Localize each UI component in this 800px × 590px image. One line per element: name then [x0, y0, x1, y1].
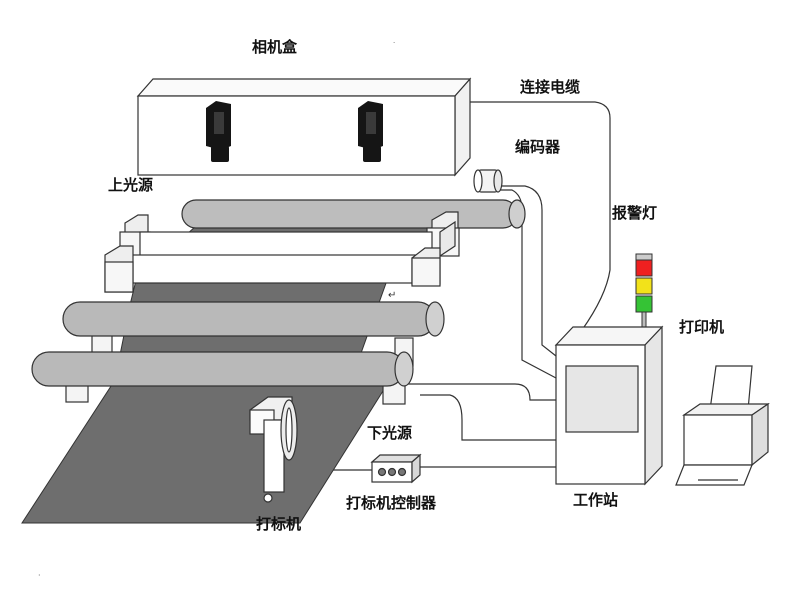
encoder-label: 编码器: [515, 138, 561, 156]
workstation-screen: [565, 365, 639, 433]
marker-device: [249, 396, 298, 503]
printer-device: [675, 365, 770, 486]
cable-label: 连接电缆: [520, 78, 581, 96]
camera-right: [358, 101, 383, 162]
lamp-green: [635, 295, 653, 313]
lower-light-cable-1: [404, 383, 556, 401]
camera-box-side: [454, 77, 471, 177]
camera-left: [206, 101, 231, 162]
workstation-cabinet: [554, 325, 664, 486]
marker-controller-device: [370, 453, 422, 484]
printer-label: 打印机: [679, 318, 725, 336]
svg-text:↵: ↵: [388, 290, 396, 301]
upper-light-bar-1: [139, 231, 433, 257]
camera-box: [136, 77, 472, 177]
lower-light-label: 下光源: [367, 424, 413, 442]
lamp-red: [635, 259, 653, 277]
encoder-device: [473, 169, 503, 193]
camera-box-front: [137, 95, 456, 176]
lower-roller-assembly: [31, 301, 445, 405]
upper-light-bar-2: [119, 254, 421, 284]
svg-text:·: ·: [38, 571, 41, 580]
camera-box-top: [136, 78, 472, 97]
front-roller: [31, 351, 405, 387]
lamp-yellow: [635, 277, 653, 295]
back-roller: [181, 199, 518, 229]
upper-roller-assembly: ↵: [104, 199, 526, 301]
alarm-light-label: 报警灯: [612, 204, 658, 222]
upper-light-label: 上光源: [108, 176, 154, 194]
camera-box-label: 相机盒: [252, 38, 298, 56]
camera-cable: [470, 101, 611, 331]
stack-light: [635, 253, 653, 331]
svg-text:·: ·: [393, 39, 395, 47]
marker-label: 打标机: [256, 515, 302, 533]
lower-light-cable-2: [420, 394, 556, 441]
marker-controller-label: 打标机控制器: [346, 494, 437, 512]
middle-roller: [62, 301, 436, 337]
encoder-cable: [500, 185, 557, 357]
workstation-label: 工作站: [573, 491, 619, 509]
